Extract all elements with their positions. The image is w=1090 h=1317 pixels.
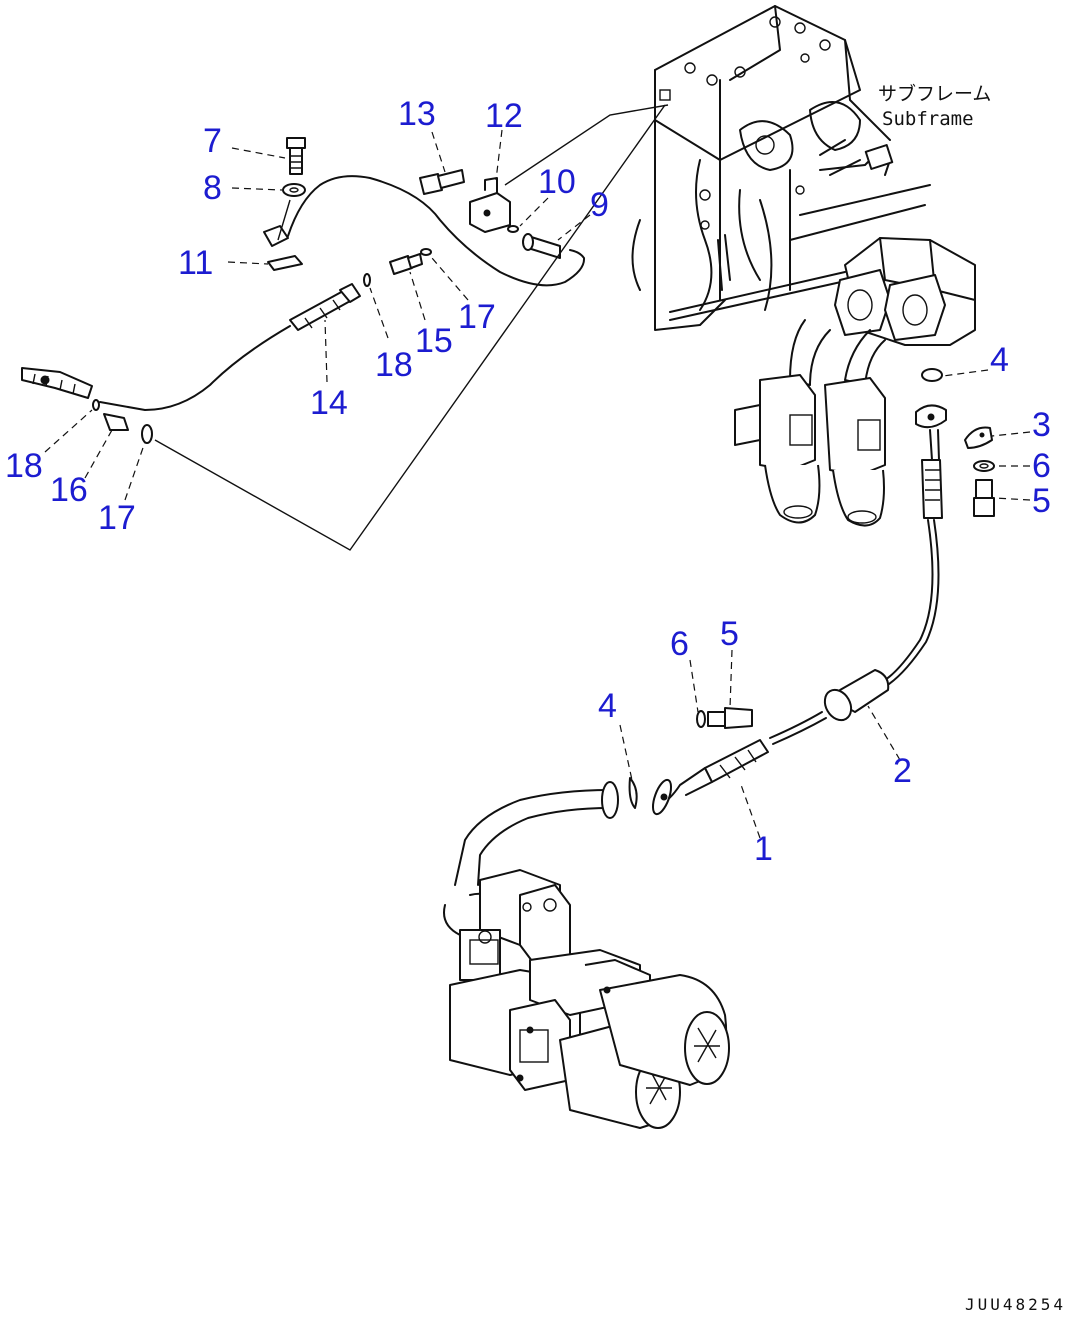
bolt-5-lower (707, 711, 726, 727)
callout-11[interactable]: 11 (178, 244, 213, 282)
callout-4-lower[interactable]: 4 (598, 687, 617, 725)
callout-12[interactable]: 12 (485, 97, 523, 135)
callout-14[interactable]: 14 (310, 384, 348, 422)
callout-2[interactable]: 2 (893, 752, 912, 790)
callout-1[interactable]: 1 (754, 830, 773, 868)
hose-upper-fitting (915, 404, 947, 519)
callout-6-lower[interactable]: 6 (670, 625, 689, 663)
clamp-3 (964, 426, 993, 449)
washer-6-lower (696, 710, 706, 728)
callout-9[interactable]: 9 (590, 186, 609, 224)
o-ring-4-lower (628, 777, 638, 809)
callout-8[interactable]: 8 (203, 169, 222, 207)
callout-17-lower[interactable]: 17 (98, 499, 136, 537)
subframe-label-jp: サブフレーム (878, 82, 991, 105)
callout-10[interactable]: 10 (538, 163, 576, 201)
part-callouts: 7 8 11 13 12 10 9 17 15 18 14 18 16 17 4… (5, 95, 1051, 868)
callout-13[interactable]: 13 (398, 95, 436, 133)
callout-18-lower[interactable]: 18 (5, 447, 43, 485)
sensor-harness (21, 104, 669, 551)
callout-5-lower[interactable]: 5 (720, 615, 739, 653)
upper-pump (734, 237, 976, 527)
callout-6-upper[interactable]: 6 (1032, 447, 1051, 485)
bolt-5-upper (975, 479, 993, 499)
callout-5-upper[interactable]: 5 (1032, 482, 1051, 520)
callout-3[interactable]: 3 (1032, 406, 1051, 444)
drawing-code: JUU48254 (965, 1295, 1066, 1314)
callout-16[interactable]: 16 (50, 471, 88, 509)
callout-7[interactable]: 7 (203, 122, 222, 160)
callout-18-upper[interactable]: 18 (375, 346, 413, 384)
o-ring-4-upper (921, 368, 943, 382)
washer-6-upper (973, 460, 995, 472)
callout-15[interactable]: 15 (415, 322, 453, 360)
hose-assembly-2 (651, 519, 940, 816)
subframe-label-en: Subframe (882, 108, 974, 130)
callout-17-upper[interactable]: 17 (458, 298, 496, 336)
lower-small-parts (628, 707, 753, 809)
leader-lines (44, 129, 1031, 839)
callout-4-upper[interactable]: 4 (990, 341, 1009, 379)
subframe-drawing (631, 5, 931, 331)
upper-small-parts (921, 368, 995, 517)
lower-pump (443, 781, 730, 1129)
